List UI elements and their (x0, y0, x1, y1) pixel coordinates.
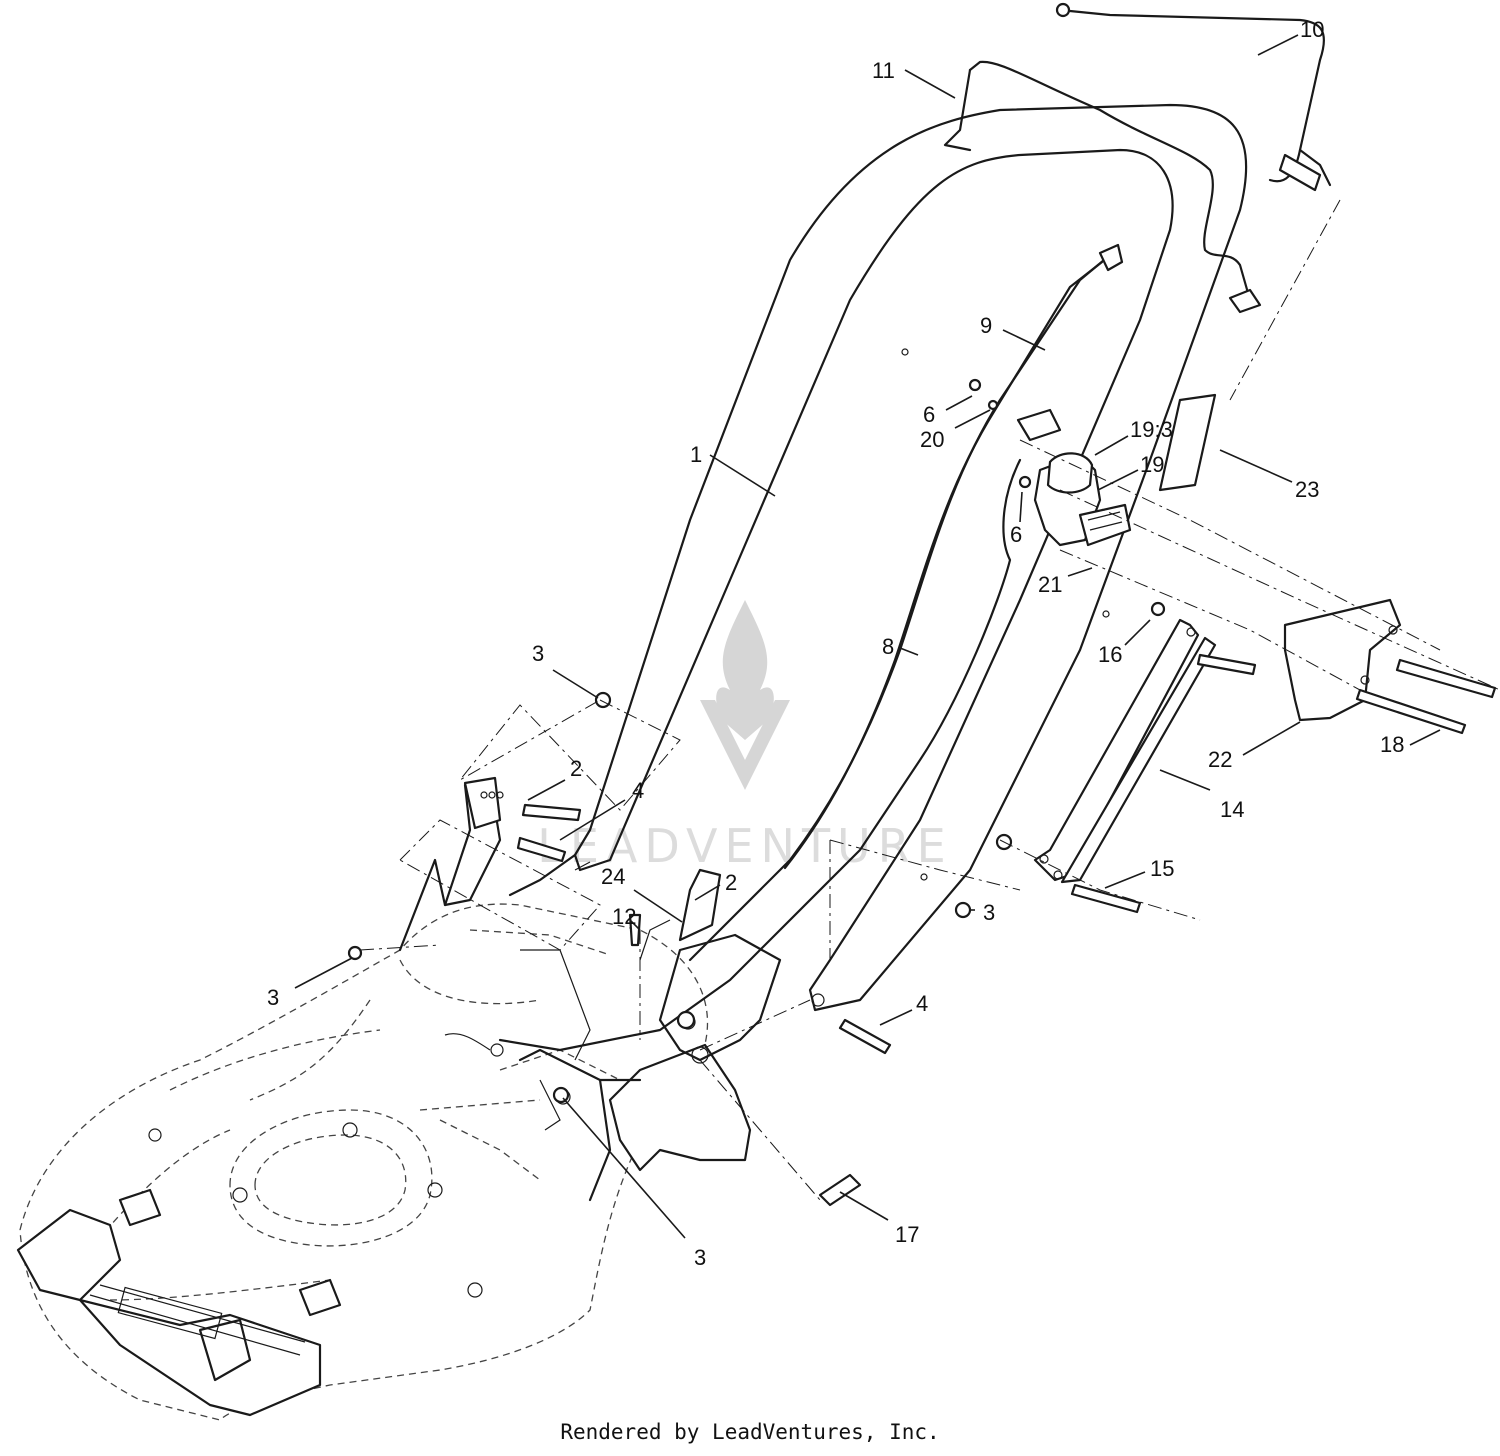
callout-18: 18 (1380, 732, 1404, 757)
callout-4a: 4 (632, 778, 644, 803)
callout-8: 8 (882, 634, 894, 659)
assembly-lines (359, 199, 1500, 1201)
callout-3a: 3 (532, 641, 544, 666)
callout-19: 19 (1140, 452, 1164, 477)
callout-1: 1 (690, 442, 702, 467)
cables (498, 243, 1124, 1052)
callout-3d: 3 (694, 1245, 706, 1270)
lower-bail (943, 60, 1262, 314)
callout-9: 9 (980, 313, 992, 338)
callout-10: 10 (1300, 17, 1324, 42)
side-cover (1283, 598, 1402, 722)
callout-2b: 2 (725, 870, 737, 895)
control-bail (1055, 2, 1332, 192)
grip-cover (1158, 393, 1217, 492)
callout-4b: 4 (916, 991, 928, 1016)
callout-6a: 6 (923, 402, 935, 427)
leader-lines (294, 34, 1441, 1239)
callout-12: 12 (612, 904, 636, 929)
callout-19-3: 19:3 (1130, 417, 1173, 442)
callout-24: 24 (601, 864, 625, 889)
watermark-logo: LEADVENTURE (537, 600, 953, 873)
main-handle (508, 103, 1248, 1012)
callout-15: 15 (1150, 856, 1174, 881)
callout-2a: 2 (570, 756, 582, 781)
hardware (347, 601, 1497, 1207)
mower-deck (16, 903, 708, 1421)
callout-3b: 3 (267, 985, 279, 1010)
callout-17: 17 (895, 1222, 919, 1247)
callout-14: 14 (1220, 797, 1244, 822)
render-credit: Rendered by LeadVentures, Inc. (560, 1420, 940, 1444)
callout-16: 16 (1098, 642, 1122, 667)
callout-23: 23 (1295, 477, 1319, 502)
handle-brace (1033, 618, 1217, 884)
callout-22: 22 (1208, 747, 1232, 772)
callout-3c: 3 (983, 900, 995, 925)
callout-21: 21 (1038, 572, 1062, 597)
control-module (968, 378, 1132, 547)
rear-frame (398, 776, 782, 1202)
watermark-text: LEADVENTURE (537, 819, 953, 873)
callout-20: 20 (920, 427, 944, 452)
callout-11: 11 (872, 58, 895, 83)
callout-labels: 10 11 9 6 20 19:3 19 1 6 23 21 16 8 3 2 … (267, 17, 1404, 1270)
callout-6b: 6 (1010, 522, 1022, 547)
